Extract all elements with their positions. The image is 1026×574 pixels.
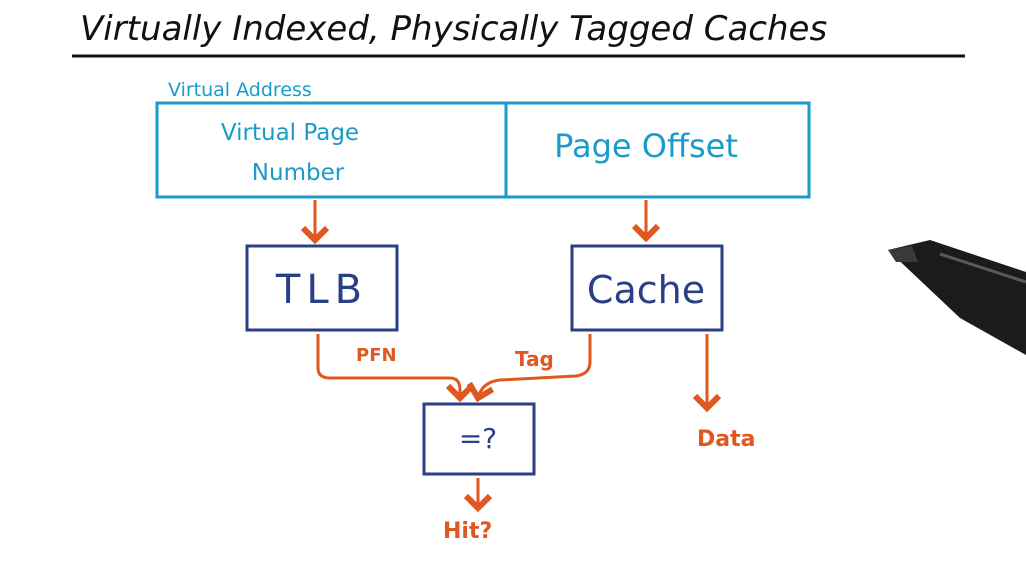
- vpn-label-line2: Number: [252, 160, 345, 186]
- compare-box: [422, 402, 536, 476]
- compare-label: =?: [459, 422, 497, 455]
- page-offset-label: Page Offset: [554, 127, 738, 165]
- page-title: Virtually Indexed, Physically Tagged Cac…: [80, 9, 827, 49]
- data-label: Data: [697, 427, 755, 452]
- cache-label: Cache: [587, 268, 705, 312]
- virtual-address-label: Virtual Address: [168, 79, 312, 101]
- hit-label: Hit?: [443, 519, 492, 544]
- tlb-box: [245, 244, 399, 332]
- tag-arrow: [466, 334, 592, 403]
- tag-label: Tag: [515, 347, 554, 371]
- pfn-label: PFN: [356, 345, 397, 366]
- cache-box: [570, 244, 724, 332]
- pfn-arrow: [316, 334, 475, 403]
- tlb-label: TLB: [275, 267, 368, 313]
- virtual-address-box: [155, 101, 811, 199]
- pen-illustration: [888, 240, 1026, 355]
- vpn-label-line1: Virtual Page: [221, 120, 359, 146]
